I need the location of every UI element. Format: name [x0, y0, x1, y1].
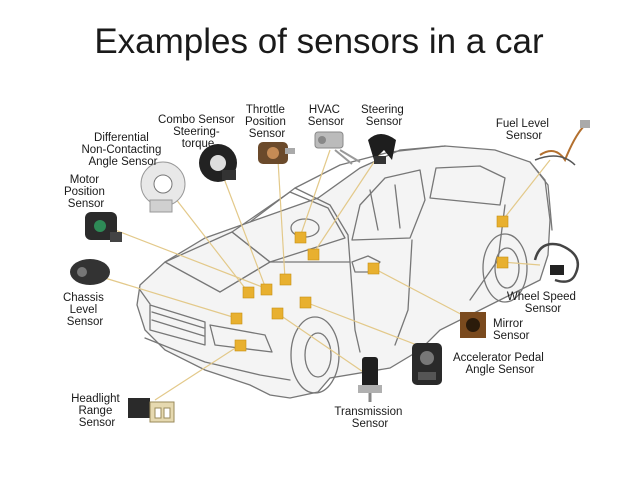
label-steering: Steering Sensor: [361, 104, 407, 128]
marker-hvac: [294, 231, 307, 244]
label-differential: Differential Non-Contacting Angle Sensor: [81, 132, 164, 168]
label-motor-position: Motor Position Sensor: [64, 174, 108, 210]
motor-position-sensor-icon: [85, 212, 122, 242]
label-wheel-speed: Wheel Speed Sensor: [507, 291, 579, 315]
label-accelerator: Accelerator Pedal Angle Sensor: [453, 352, 547, 376]
accelerator-pedal-sensor-icon: [412, 343, 442, 385]
hvac-sensor-icon: [314, 131, 361, 165]
label-hvac: HVAC Sensor: [308, 104, 345, 128]
sensor-pictograms: [70, 120, 590, 423]
label-mirror: Mirror Sensor: [493, 318, 530, 342]
label-transmission: Transmission Sensor: [334, 406, 405, 430]
label-throttle: Throttle Position Sensor: [245, 104, 289, 140]
transmission-sensor-icon: [358, 357, 382, 402]
marker-mirror: [367, 262, 380, 275]
marker-headlight: [234, 339, 247, 352]
marker-chassis: [230, 312, 243, 325]
chassis-level-sensor-icon: [70, 259, 110, 285]
marker-accelerator: [299, 296, 312, 309]
page-title: Examples of sensors in a car: [94, 22, 544, 61]
leader-lines: [94, 149, 551, 401]
mirror-sensor-icon: [460, 312, 486, 338]
marker-fuel: [496, 215, 509, 228]
wheel-speed-sensor-icon: [533, 242, 580, 283]
fuel-level-sensor-icon: [534, 120, 590, 166]
marker-differential: [242, 286, 255, 299]
marker-throttle: [279, 273, 292, 286]
sensor-labels: Combo Sensor Steering- torque Throttle P…: [63, 104, 579, 430]
marker-wheel: [496, 256, 509, 269]
label-combo: Combo Sensor Steering- torque: [158, 114, 238, 150]
label-chassis-level: Chassis Level Sensor: [63, 292, 107, 328]
label-fuel-level: Fuel Level Sensor: [496, 118, 552, 142]
marker-steering: [307, 248, 320, 261]
marker-transmission: [271, 307, 284, 320]
throttle-sensor-icon: [258, 142, 295, 164]
marker-combo: [260, 283, 273, 296]
label-headlight-range: Headlight Range Sensor: [71, 393, 123, 429]
sensor-markers: [230, 215, 509, 352]
headlight-range-sensor-icon: [128, 398, 175, 423]
combo-sensor-icon: [199, 144, 237, 182]
steering-sensor-icon: [368, 134, 396, 164]
differential-sensor-icon: [140, 161, 186, 213]
